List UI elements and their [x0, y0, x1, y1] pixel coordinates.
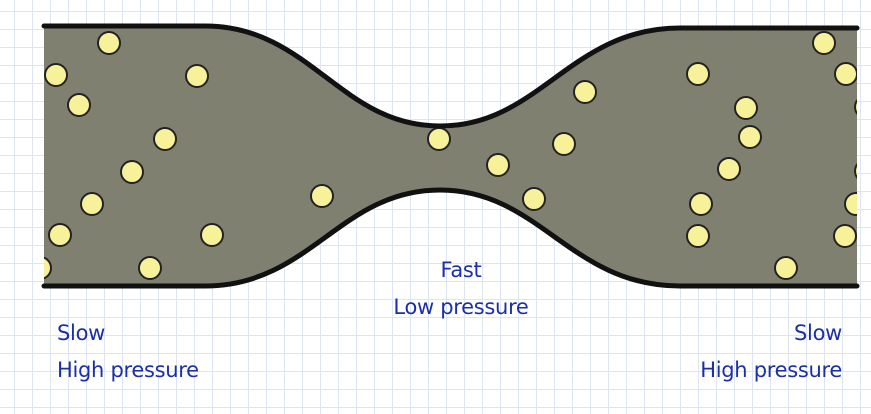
fluid-particle — [67, 93, 91, 117]
fluid-particle — [686, 224, 710, 248]
fluid-particle — [153, 127, 177, 151]
particles — [44, 31, 857, 280]
fluid-particle — [774, 256, 798, 280]
fluid-particle — [522, 187, 546, 211]
label-inlet-pressure: High pressure — [57, 358, 199, 382]
fluid-particle — [310, 184, 334, 208]
fluid-particle — [44, 256, 52, 280]
fluid-particle — [185, 64, 209, 88]
fluid-particle — [854, 159, 857, 183]
fluid-particle — [48, 223, 72, 247]
fluid-particle — [427, 127, 451, 151]
fluid-particle — [854, 95, 857, 119]
fluid-particle — [734, 96, 758, 120]
fluid-particle — [486, 153, 510, 177]
fluid-particle — [738, 125, 762, 149]
fluid-particle — [833, 224, 857, 248]
fluid-particle — [80, 192, 104, 216]
fluid-particle — [138, 256, 162, 280]
label-outlet-speed: Slow — [794, 321, 842, 345]
fluid-particle — [812, 31, 836, 55]
label-throat-speed: Fast — [440, 258, 482, 282]
pipe-bottom-wall — [41, 187, 860, 289]
fluid-particle — [552, 132, 576, 156]
label-outlet-pressure: High pressure — [700, 358, 842, 382]
fluid-particle — [686, 62, 710, 86]
fluid-particle — [200, 223, 224, 247]
label-throat: Fast Low pressure — [380, 252, 542, 326]
fluid-particle — [844, 192, 857, 216]
label-inlet: Slow High pressure — [57, 315, 199, 389]
fluid-body — [44, 26, 857, 286]
fluid-particle — [120, 160, 144, 184]
fluid-particle — [834, 62, 857, 86]
fluid-particle — [44, 63, 68, 87]
fluid-particle — [573, 80, 597, 104]
label-throat-pressure: Low pressure — [393, 295, 529, 319]
fluid-particle — [97, 31, 121, 55]
fluid-particle — [717, 157, 741, 181]
pipe-top-wall — [41, 23, 860, 129]
fluid-particle — [689, 192, 713, 216]
label-outlet: Slow High pressure — [700, 315, 842, 389]
label-inlet-speed: Slow — [57, 321, 105, 345]
